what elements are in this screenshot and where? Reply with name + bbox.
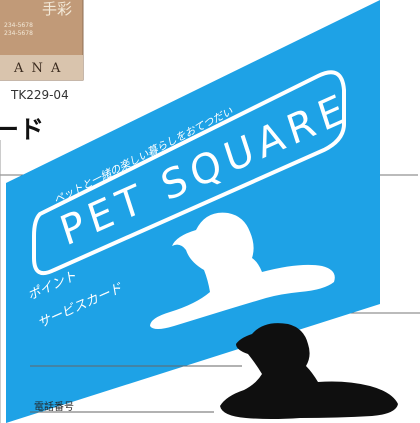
card-background bbox=[6, 0, 380, 423]
sample-card-phone-1: 234-5678 bbox=[4, 22, 33, 29]
page-heading-fragment: ード bbox=[0, 115, 44, 144]
sample-card: 手彩 234-5678 234-5678 A N A bbox=[0, 0, 84, 81]
black-dog-icon bbox=[220, 323, 398, 419]
sample-card-title: 手彩 bbox=[42, 0, 72, 18]
product-code: TK229-04 bbox=[10, 88, 69, 102]
phone-label: 電話番号 bbox=[34, 400, 74, 413]
sample-card-phone-2: 234-5678 bbox=[4, 30, 33, 37]
white-dog-icon bbox=[150, 212, 335, 329]
sample-card-brand: A N A bbox=[13, 61, 62, 76]
brand-frame bbox=[32, 70, 346, 275]
